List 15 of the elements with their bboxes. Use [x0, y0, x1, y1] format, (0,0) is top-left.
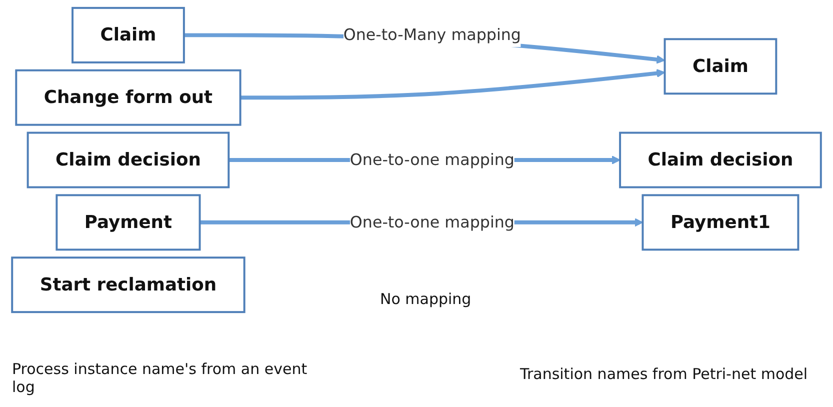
node-box: Start reclamation: [11, 256, 246, 314]
edge-label: One-to-Many mapping: [343, 25, 521, 44]
node-box: Claim: [664, 38, 778, 95]
node-box: Claim: [72, 6, 185, 64]
edge-label: One-to-one mapping: [350, 212, 514, 232]
caption: Transition names from Petri-net model: [520, 365, 809, 383]
caption: Process instance name's from an event log: [12, 360, 308, 396]
node-box: Claim decision: [26, 132, 230, 188]
node-box: Change form out: [15, 69, 242, 126]
edge-label: One-to-one mapping: [350, 150, 514, 169]
node-box: Payment1: [642, 194, 800, 251]
note: No mapping: [380, 290, 472, 308]
node-box: Claim decision: [619, 132, 822, 188]
arrow: [240, 68, 666, 100]
node-box: Payment: [56, 194, 201, 251]
